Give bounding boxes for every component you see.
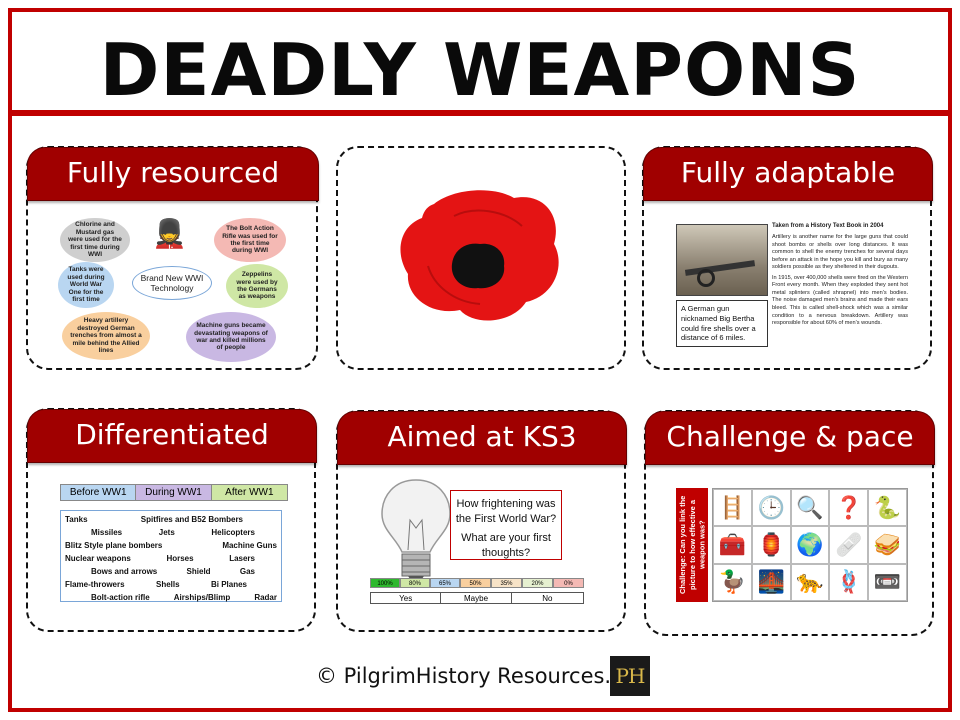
challenge-strip: Challenge: Can you link the picture to h…	[676, 488, 708, 602]
period-after: After WW1	[211, 485, 288, 500]
word: Nuclear weapons	[65, 554, 131, 563]
answer-no: No	[542, 594, 553, 603]
word: Lasers	[229, 554, 255, 563]
extract-heading: Taken from a History Text Book in 2004	[772, 223, 884, 229]
question-mark-icon: ❓	[829, 489, 869, 527]
photo-caption: A German gun nicknamed Big Bertha could …	[676, 300, 768, 347]
period-headers: Before WW1 During WW1 After WW1	[60, 484, 288, 501]
leopard-icon: 🐆	[790, 563, 830, 601]
card-fully-adaptable: Fully adaptable A German gun nicknamed B…	[642, 146, 933, 370]
word: Blitz Style plane bombers	[65, 541, 163, 550]
word: Bolt-action rifle	[91, 593, 150, 602]
word: Horses	[166, 554, 194, 563]
scale-step: 50%	[460, 578, 491, 588]
whistle-icon: 📼	[868, 563, 907, 601]
scale-step: 65%	[430, 578, 460, 588]
sandwich-icon: 🥪	[868, 526, 907, 564]
word: Radar	[254, 593, 277, 602]
answer-maybe: Maybe	[441, 593, 512, 603]
word: Airships/Blimp	[173, 593, 231, 602]
word: Shells	[155, 580, 180, 589]
card-header: Fully adaptable	[643, 147, 933, 201]
soldier-icon: 💂	[152, 218, 187, 249]
answer-row: Yes Maybe No	[370, 592, 584, 604]
scale-step: 35%	[491, 578, 522, 588]
card-aimed-ks3: Aimed at KS3 How frightening was the Fir…	[336, 410, 627, 632]
mind-map-bubble: The Bolt Action Rifle was used for the f…	[214, 218, 286, 262]
bridge-icon: 🌉	[751, 563, 791, 601]
word: Bi Planes	[210, 580, 247, 589]
period-before: Before WW1	[61, 485, 137, 500]
word: Tanks	[65, 515, 88, 524]
word: Flame-throwers	[65, 580, 125, 589]
mind-map-bubble: Heavy artillery destroyed German trenche…	[62, 312, 150, 360]
ph-logo: PH	[610, 656, 650, 696]
magnifier-icon: 🔍	[790, 489, 830, 527]
scale-step: 0%	[553, 578, 584, 588]
first-aid-icon: 🩹	[829, 526, 869, 564]
scale-step: 80%	[400, 578, 430, 588]
scale-step: 100%	[370, 578, 400, 588]
word: Machine Guns	[222, 541, 277, 550]
mind-map-bubble: Zeppelins were used by the Germans as we…	[226, 264, 288, 308]
scale-step: 20%	[522, 578, 553, 588]
percent-scale: 100% 80% 65% 50% 35% 20% 0%	[370, 578, 584, 588]
card-header: Fully resourced	[27, 147, 319, 201]
mind-map: Chlorine and Mustard gas were used for t…	[58, 214, 288, 364]
poppy-icon	[400, 190, 559, 321]
lantern-icon: 🏮	[751, 526, 791, 564]
weapons-word-grid: Tanks Spitfires and B52 Bombers Missiles J…	[60, 510, 282, 602]
title-bar: DEADLY WEAPONS	[8, 8, 952, 116]
card-header: Challenge & pace	[645, 411, 935, 465]
ladder-icon: 🪜	[713, 489, 752, 527]
question-box: How frightening was the First World War?…	[450, 490, 562, 560]
picture-grid: 🪜 🕒 🔍 ❓ 🐍 🧰 🏮 🌍 🩹 🥪 🦆 🌉 🐆 🪢 📼	[712, 488, 908, 602]
mind-map-bubble: Machine guns became devastating weapons …	[186, 312, 276, 362]
card-header: Differentiated	[27, 409, 317, 463]
period-during: During WW1	[136, 485, 212, 500]
card-header: Aimed at KS3	[337, 411, 627, 465]
artillery-photo	[676, 224, 768, 296]
card-challenge-pace: Challenge & pace Challenge: Can you link…	[644, 410, 935, 636]
textbook-extract: Taken from a History Text Book in 2004 A…	[772, 222, 908, 331]
word: Gas	[239, 567, 255, 576]
question-text: What are your first thoughts?	[461, 531, 551, 559]
answer-yes: Yes	[371, 593, 442, 603]
footer-credit: © PilgrimHistory Resources.	[316, 664, 612, 688]
card-poppy	[336, 146, 626, 370]
word: Spitfires and B52 Bombers	[140, 515, 243, 524]
treasure-chest-icon: 🧰	[713, 526, 752, 564]
snake-icon: 🐍	[868, 489, 907, 527]
extract-paragraph: In 1915, over 400,000 shells were fired …	[772, 274, 908, 327]
noose-icon: 🪢	[829, 563, 869, 601]
card-differentiated: Differentiated Before WW1 During WW1 Aft…	[26, 408, 317, 632]
duck-icon: 🦆	[713, 563, 752, 601]
word: Missiles	[91, 528, 123, 537]
mind-map-center: Brand New WWI Technology	[132, 266, 212, 300]
word: Shield	[186, 567, 211, 576]
card-fully-resourced: Fully resourced Chlorine and Mustard gas…	[26, 146, 319, 370]
question-text: How frightening was the First World War?	[455, 498, 557, 525]
page-title: DEADLY WEAPONS	[99, 28, 861, 112]
mind-map-bubble: Tanks were used during World War One for…	[58, 262, 114, 308]
extract-paragraph: Artillery is another name for the large …	[772, 234, 908, 271]
mind-map-bubble: Chlorine and Mustard gas were used for t…	[60, 218, 130, 262]
word: Jets	[158, 528, 175, 537]
clock-icon: 🕒	[751, 489, 791, 527]
globe-icon: 🌍	[790, 526, 830, 564]
light-bulb-icon	[381, 479, 451, 582]
word: Bows and arrows	[91, 567, 158, 576]
word: Helicopters	[211, 528, 255, 537]
